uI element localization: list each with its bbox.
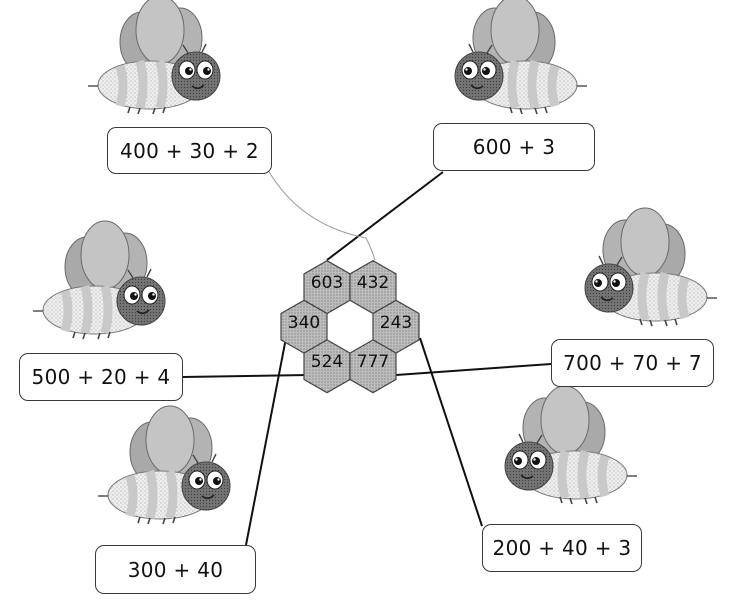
expression-card[interactable]: 700 + 70 + 7 — [551, 339, 714, 387]
hex-cell — [349, 339, 397, 394]
hex-number: 603 — [311, 273, 343, 293]
hex-number: 340 — [288, 313, 320, 333]
line-500-20-4-to-524 — [182, 374, 309, 378]
bee-icon — [33, 221, 165, 339]
expression-card[interactable]: 200 + 40 + 3 — [482, 524, 642, 572]
line-300-40-to-340 — [245, 337, 287, 546]
hex-number: 243 — [380, 313, 412, 333]
bee-icon — [88, 0, 220, 114]
line-700-70-7-to-777 — [395, 363, 552, 376]
hex-number: 432 — [357, 273, 389, 293]
bee-icon — [98, 406, 230, 524]
expression-card[interactable]: 400 + 30 + 2 — [107, 127, 272, 174]
connection-lines — [182, 169, 552, 546]
bee-icon — [585, 208, 717, 326]
expression-card[interactable]: 500 + 20 + 4 — [19, 353, 183, 401]
bee-icon — [505, 386, 637, 504]
expression-card[interactable]: 300 + 40 — [95, 545, 256, 594]
hex-number: 524 — [311, 352, 343, 372]
faint-line-400-30-2 — [267, 169, 376, 261]
hex-number: 777 — [357, 352, 389, 372]
honeycomb: 603 432 340 243 524 777 — [280, 260, 420, 394]
expression-card[interactable]: 600 + 3 — [433, 123, 595, 171]
line-600-3-to-603 — [326, 171, 444, 261]
bee-icon — [455, 0, 587, 114]
line-200-40-3-to-243 — [419, 337, 483, 527]
